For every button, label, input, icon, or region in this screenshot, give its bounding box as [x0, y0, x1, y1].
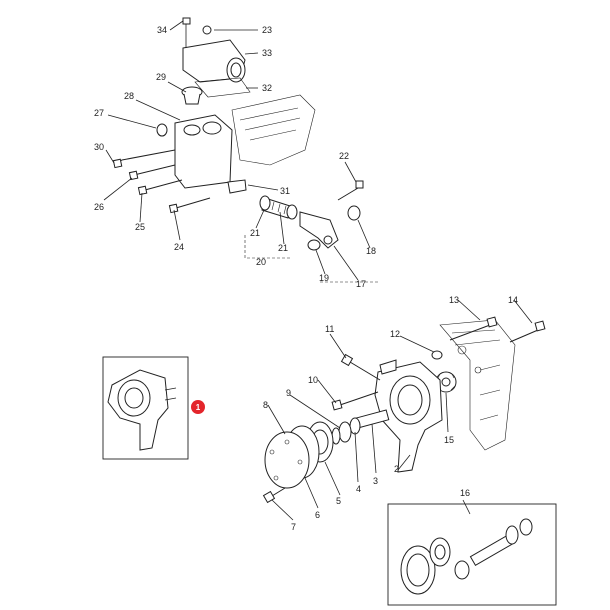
callout-8: 8: [263, 400, 268, 410]
callout-30: 30: [94, 142, 104, 152]
callout-6: 6: [315, 510, 320, 520]
callout-18: 18: [366, 246, 376, 256]
callout-31: 31: [280, 186, 290, 196]
callout-labels: 34 23 33 32 29 28 27 30 26 25 24 31 21 2…: [94, 25, 518, 532]
callout-3: 3: [373, 476, 378, 486]
callout-27: 27: [94, 108, 104, 118]
callout-5: 5: [336, 496, 341, 506]
callout-16: 16: [460, 488, 470, 498]
callout-25: 25: [135, 222, 145, 232]
callout-14: 14: [508, 295, 518, 305]
callout-33: 33: [262, 48, 272, 58]
callout-29: 29: [156, 72, 166, 82]
callout-26: 26: [94, 202, 104, 212]
callout-13: 13: [449, 295, 459, 305]
callout-2: 2: [394, 464, 399, 474]
callout-21a: 21: [250, 228, 260, 238]
callout-19: 19: [319, 273, 329, 283]
callout-28: 28: [124, 91, 134, 101]
callout-32: 32: [262, 83, 272, 93]
callout-24: 24: [174, 242, 184, 252]
callout-20: 20: [256, 257, 266, 267]
water-pump-assembly: [262, 316, 546, 504]
repair-kit-inset: [387, 503, 557, 606]
callout-4: 4: [356, 484, 361, 494]
callout-7: 7: [291, 522, 296, 532]
callout-9: 9: [286, 388, 291, 398]
callout-21b: 21: [278, 243, 288, 253]
badge-label: 1: [196, 403, 201, 412]
callout-17: 17: [356, 279, 366, 289]
red-circle-badge-icon: 1: [191, 400, 205, 414]
thermostat-housing-assembly: [112, 17, 380, 283]
callout-22: 22: [339, 151, 349, 161]
callout-11: 11: [325, 324, 334, 334]
callout-12: 12: [390, 329, 400, 339]
leader-lines: [103, 20, 533, 521]
callout-23: 23: [262, 25, 272, 35]
callout-10: 10: [308, 375, 318, 385]
callout-15: 15: [444, 435, 454, 445]
inset-pump-reference: [102, 356, 189, 460]
callout-34: 34: [157, 25, 167, 35]
